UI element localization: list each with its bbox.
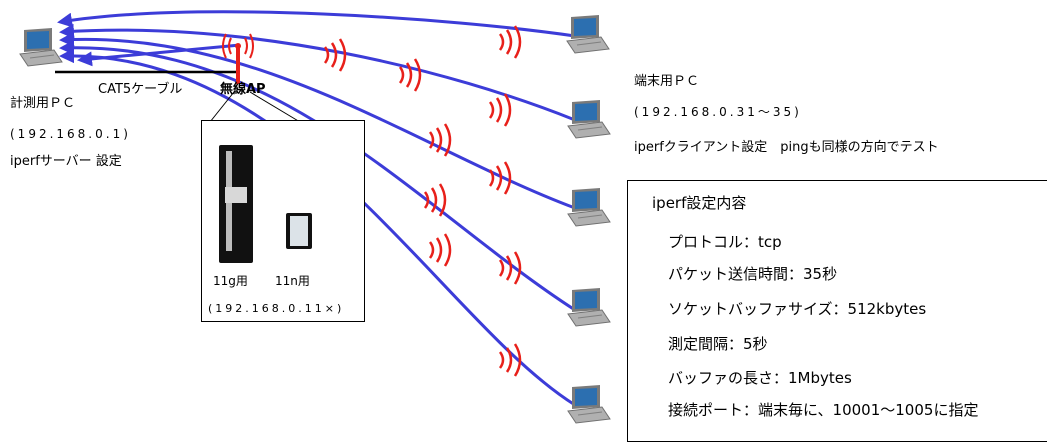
setting-socket-buffer: ソケットバッファサイズ：512kbytes [668, 300, 927, 318]
terminal-ip: (192.168.0.31～35) [634, 105, 802, 119]
wireless-ap [222, 33, 254, 84]
server-role: iperfサーバー 設定 [10, 154, 122, 169]
cable-label: CAT5ケーブル [98, 82, 183, 97]
ap-ip: (192.168.0.11×) [208, 302, 345, 315]
setting-buffer-length: バッファの長さ：1Mbytes [668, 369, 852, 387]
ap-11g-device [219, 145, 253, 263]
terminal-role: iperfクライアント設定 pingも同様の方向でテスト [634, 140, 939, 155]
label-11n: 11n用 [275, 274, 310, 288]
ap-inset-box: 11g用 11n用 (192.168.0.11×) [201, 120, 365, 322]
client-laptop-1 [566, 14, 610, 54]
ap-label: 無線AP [220, 82, 266, 97]
client-laptop-5 [567, 384, 611, 424]
client-laptop-2 [567, 99, 611, 139]
link-to-pc-1 [57, 10, 576, 38]
iperf-settings-box: iperf設定内容 プロトコル：tcp パケット送信時間：35秒 ソケットバッフ… [627, 180, 1047, 442]
setting-send-time: パケット送信時間：35秒 [668, 265, 838, 283]
settings-title: iperf設定内容 [652, 194, 747, 212]
server-ip: (192.168.0.1) [10, 127, 131, 141]
setting-protocol: プロトコル：tcp [668, 233, 782, 251]
callout-line-right [249, 91, 301, 123]
setting-ports: 接続ポート：端末毎に、10001～1005に指定 [668, 401, 979, 419]
link-to-pc-2 [59, 23, 576, 122]
server-name: 計測用ＰＣ [10, 96, 76, 111]
network-diagram: 計測用ＰＣ (192.168.0.1) iperfサーバー 設定 CAT5ケーブ… [10, 10, 1047, 442]
server-laptop [19, 27, 63, 67]
setting-interval: 測定間隔：5秒 [668, 335, 768, 353]
callout-line-left [209, 91, 235, 123]
label-11g: 11g用 [213, 274, 248, 288]
client-laptop-4 [567, 287, 611, 327]
link-pc-to-ap [77, 43, 241, 67]
terminal-name: 端末用ＰＣ [634, 74, 700, 89]
ap-11n-device [286, 213, 312, 249]
client-laptop-3 [567, 187, 611, 227]
